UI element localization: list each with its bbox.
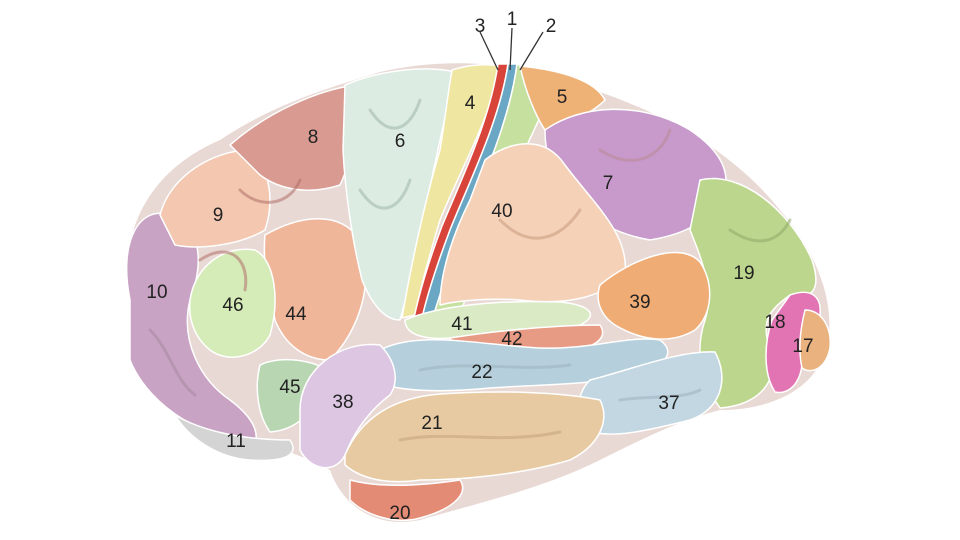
label-area-46: 46 — [222, 295, 243, 316]
label-area-20: 20 — [389, 503, 410, 524]
label-area-22: 22 — [471, 362, 492, 383]
label-area-4: 4 — [465, 93, 476, 114]
leader-line-1 — [509, 27, 513, 71]
leader-line-3 — [479, 31, 499, 71]
region-area-11 — [174, 414, 294, 462]
region-area-39 — [597, 251, 711, 340]
label-area-42: 42 — [501, 329, 522, 350]
label-area-3: 3 — [475, 16, 486, 37]
label-area-17: 17 — [792, 336, 813, 357]
label-area-1: 1 — [507, 9, 518, 30]
label-area-19: 19 — [733, 263, 754, 284]
region-area-17 — [799, 309, 831, 372]
region-area-9 — [159, 149, 271, 248]
label-area-11: 11 — [226, 431, 246, 452]
label-area-45: 45 — [279, 377, 300, 398]
label-area-7: 7 — [603, 173, 614, 194]
label-area-9: 9 — [213, 205, 224, 226]
region-area-38 — [299, 343, 396, 469]
label-area-2: 2 — [546, 16, 557, 37]
region-area-46 — [188, 248, 276, 358]
label-area-21: 21 — [421, 413, 442, 434]
label-area-5: 5 — [557, 87, 568, 108]
label-area-39: 39 — [629, 292, 650, 313]
region-area-40 — [439, 143, 627, 306]
label-area-37: 37 — [658, 393, 679, 414]
label-area-40: 40 — [491, 201, 512, 222]
label-area-44: 44 — [285, 304, 307, 325]
region-area-20 — [349, 479, 464, 522]
label-area-18: 18 — [764, 312, 785, 333]
label-area-41: 41 — [451, 314, 472, 335]
label-area-10: 10 — [146, 282, 167, 303]
label-area-8: 8 — [308, 127, 319, 148]
label-area-6: 6 — [395, 131, 406, 152]
label-area-38: 38 — [332, 392, 353, 413]
leader-line-2 — [519, 31, 544, 71]
gyri-folds — [148, 98, 792, 442]
